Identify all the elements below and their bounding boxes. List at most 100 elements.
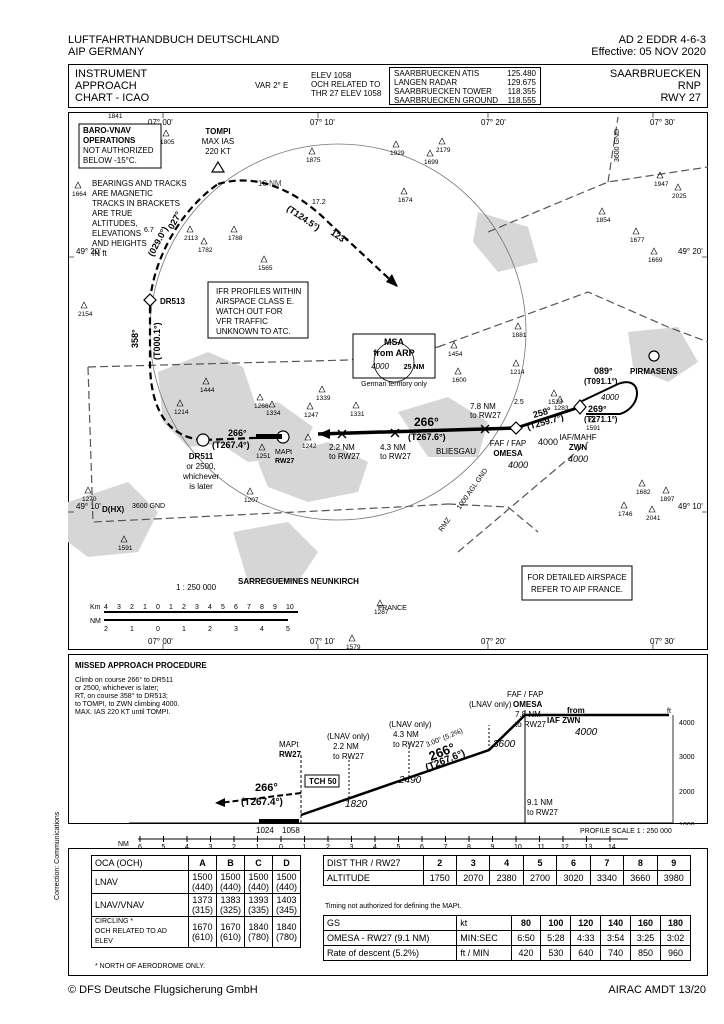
obstacle-icon [514,322,522,330]
obstacle-icon [256,393,264,401]
nm-tick-label: 0 [156,626,160,633]
minima-header: C [243,855,273,871]
svg-text:(T271.1°): (T271.1°) [584,415,618,424]
aip-title-line1: LUFTFAHRTHANDBUCH DEUTSCHLAND [68,34,280,46]
dist-header: 2 [422,855,458,871]
spot-elevation: 1788 [228,235,243,242]
final-approach-track [317,426,517,436]
obstacle-icon [556,395,564,403]
altitude-value: 2700 [522,870,558,886]
spot-elevation: 1251 [256,453,271,460]
airspace-boundaries [87,116,708,553]
airspace-3600-gnd-label: 3600 GND [614,129,621,162]
frequency-value: 118.355 [507,87,536,96]
obstacle-icon [450,341,458,349]
spot-elevation: 1454 [448,351,463,358]
dist-2-2-label: 2.2 NM [329,443,355,452]
timing-value: Rate of descent (5.2%) [322,945,458,961]
missed-track-266-true: (T267.4°) [212,440,250,450]
bliesgau-label: BLIESGAU [436,447,476,456]
initial-segment-track [515,405,581,430]
timing-value: OMESA - RW27 (9.1 NM) [322,930,458,946]
svg-text:(LNAV only): (LNAV only) [327,732,370,741]
nm-tick-label: 2 [104,626,108,633]
svg-text:IAF/MAHF: IAF/MAHF [559,433,596,442]
spot-elevation: 1334 [266,410,281,417]
track-358-true: (T000.1°) [152,322,162,360]
obstacle-icon [348,634,356,642]
km-tick-label: 1 [169,604,173,611]
lat-label-4910: 49° 10' [76,502,101,511]
spot-elevation: 1947 [654,181,669,188]
svg-text:REFER TO AIP FRANCE.: REFER TO AIP FRANCE. [531,585,623,594]
effective-date: Effective: 05 NOV 2020 [591,46,706,58]
tch-label: TCH 50 [309,777,337,786]
obstacle-icon [74,181,82,189]
spot-elevation: 1682 [636,489,651,496]
timing-value: 740 [600,945,632,961]
nm-tick-label: 4 [260,626,264,633]
profile-nm-tick-label: 6 [420,844,424,850]
timing-header: kt [456,915,512,931]
timing-value: 3:54 [600,930,632,946]
dr513-label: DR513 [160,297,185,306]
svg-text:IFR PROFILES WITHIN: IFR PROFILES WITHIN [216,287,302,296]
obstacle-icon [550,389,558,397]
minima-header: B [215,855,245,871]
minima-row-label: LNAV/VNAV [91,893,189,917]
profile-nm-tick-label: 12 [561,844,569,850]
elevation-info: ELEV 1058 OCH RELATED TO THR 27 ELEV 105… [311,71,382,98]
lon-label-0700: 07° 00' [148,118,173,127]
profile-nm-tick-label: 2 [232,844,236,850]
svg-text:2.5: 2.5 [514,399,524,406]
svg-text:6.7: 6.7 [144,227,154,234]
chart-reference: AD 2 EDDR 4-6-3 Effective: 05 NOV 2020 [591,34,706,58]
chart-id: AD 2 EDDR 4-6-3 [618,34,706,46]
svg-text:ALTITUDES,: ALTITUDES, [92,219,138,228]
profile-nm-tick-label: 5 [162,844,166,850]
profile-scale: 1024 1058 PROFILE SCALE 1 : 250 000 NM 6… [118,826,672,850]
copyright: © DFS Deutsche Flugsicherung GmbH [68,984,258,996]
spot-elevation: 2154 [78,311,93,318]
pirmasens-marker [648,350,660,362]
profile-alt-3600: 3600 [493,739,516,750]
minima-row-label: LNAV [91,870,189,894]
profile-nm-tick-label: 1 [256,844,260,850]
spot-elevation: 1579 [346,644,361,650]
obstacle-icon [80,301,88,309]
profile-mapt-label: MAPt [279,740,299,749]
minima-value: 1840 (780) [243,916,273,948]
timing-header: 80 [510,915,542,931]
altitude-value: 2380 [489,870,524,886]
holding-pattern [579,381,638,415]
ifr-note-box [207,281,309,339]
obstacle-icon [620,501,628,509]
timing-value: MIN:SEC [456,930,512,946]
obstacle-icon [258,443,266,451]
lon-label-0720-bottom: 07° 20' [481,637,506,646]
airspace-note-box [521,565,633,601]
spot-elevation: 2179 [436,147,451,154]
profile-alt-1820: 1820 [345,799,368,810]
minima-header: OCA (OCH) [91,855,189,871]
timing-value: 3:25 [630,930,661,946]
svg-text:2000: 2000 [679,789,695,796]
svg-text:TOMPI: TOMPI [205,127,230,136]
scale-ratio: 1 : 250 000 [176,583,217,592]
minima-row-label: CIRCLING * OCH RELATED TO AD ELEV [91,916,189,948]
svg-text:NM: NM [90,618,101,625]
profile-nm-tick-label: 14 [608,844,616,850]
profile-dist-9-1: 9.1 NM [527,798,553,807]
tompi-waypoint [210,160,226,173]
obstacle-icon [246,487,254,495]
spot-elevation: 1875 [306,157,321,164]
km-tick-label: 0 [156,604,160,611]
obstacle-icon [318,385,326,393]
km-tick-label: 2 [182,604,186,611]
profile-elev-1024: 1024 [256,826,274,835]
svg-text:OPERATIONS: OPERATIONS [83,136,136,145]
from-iaf-label: from [567,706,585,715]
